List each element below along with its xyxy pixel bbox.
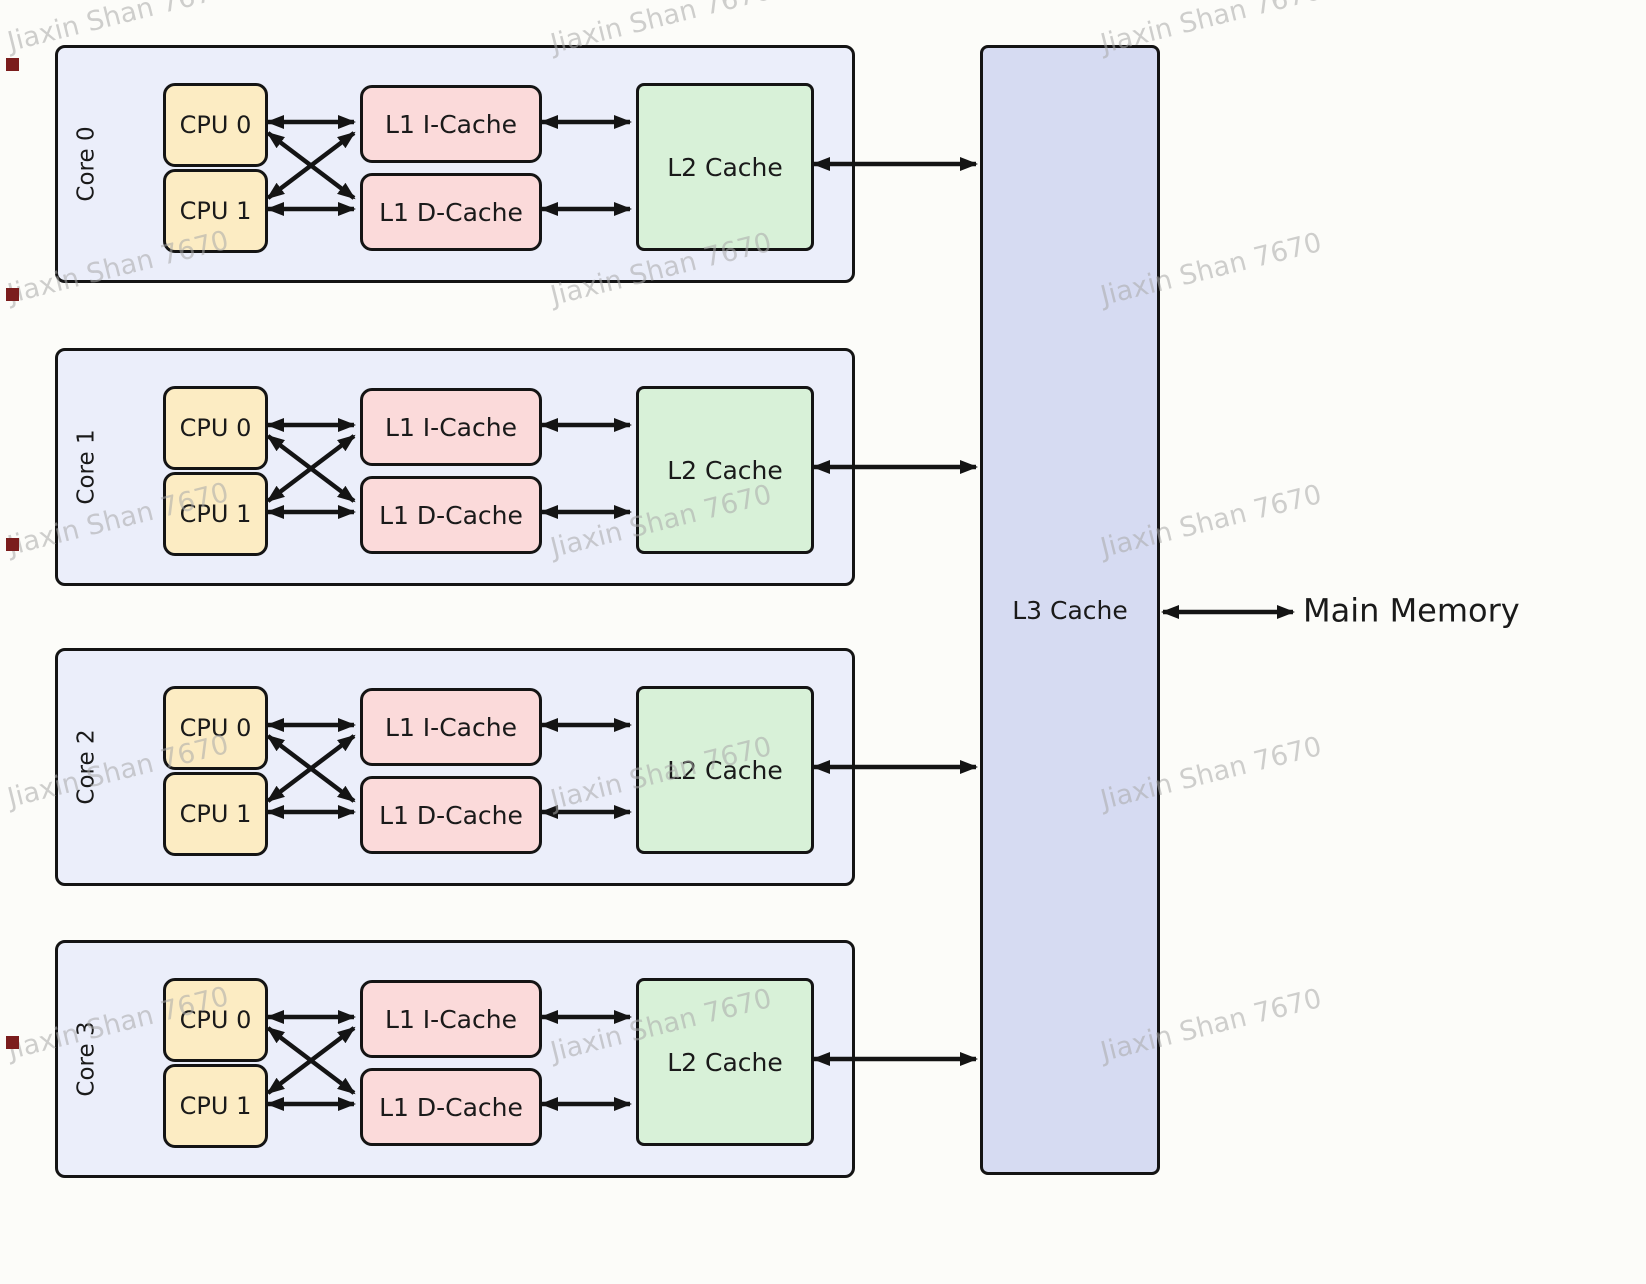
core-3-l2-cache-box: L2 Cache [636, 978, 814, 1146]
core-2-label: Core 2 [64, 651, 110, 883]
core-1-box: Core 1 CPU 0 CPU 1 L1 I-Cache L1 D-Cache… [55, 348, 855, 586]
core-2-box: Core 2 CPU 0 CPU 1 L1 I-Cache L1 D-Cache… [55, 648, 855, 886]
main-memory-label: Main Memory [1303, 591, 1520, 630]
red-square-mark [6, 58, 19, 71]
core-3-label: Core 3 [64, 943, 110, 1175]
core-3-l1-icache-box: L1 I-Cache [360, 980, 542, 1058]
core-2-label-text: Core 2 [74, 729, 100, 805]
core-0-box: Core 0 CPU 0 CPU 1 L1 I-Cache L1 D-Cache… [55, 45, 855, 283]
core-1-cpu-1-box: CPU 1 [163, 472, 268, 556]
core-3-l1-dcache-box: L1 D-Cache [360, 1068, 542, 1146]
core-1-l1-icache-box: L1 I-Cache [360, 388, 542, 466]
core-2-cpu-1-box: CPU 1 [163, 772, 268, 856]
core-2-l1-icache-box: L1 I-Cache [360, 688, 542, 766]
l3-cache-box: L3 Cache [980, 45, 1160, 1175]
red-square-mark [6, 538, 19, 551]
core-2-cpu-0-box: CPU 0 [163, 686, 268, 770]
core-2-l2-cache-box: L2 Cache [636, 686, 814, 854]
core-0-label-text: Core 0 [74, 126, 100, 202]
core-3-label-text: Core 3 [74, 1021, 100, 1097]
core-0-label: Core 0 [64, 48, 110, 280]
core-1-l1-dcache-box: L1 D-Cache [360, 476, 542, 554]
core-1-cpu-0-box: CPU 0 [163, 386, 268, 470]
core-1-label-text: Core 1 [74, 429, 100, 505]
core-2-l1-dcache-box: L1 D-Cache [360, 776, 542, 854]
core-3-cpu-1-box: CPU 1 [163, 1064, 268, 1148]
core-0-l1-icache-box: L1 I-Cache [360, 85, 542, 163]
core-3-cpu-0-box: CPU 0 [163, 978, 268, 1062]
core-1-l2-cache-box: L2 Cache [636, 386, 814, 554]
core-1-label: Core 1 [64, 351, 110, 583]
red-square-mark [6, 1036, 19, 1049]
red-square-mark [6, 288, 19, 301]
core-0-cpu-1-box: CPU 1 [163, 169, 268, 253]
core-0-l2-cache-box: L2 Cache [636, 83, 814, 251]
core-3-box: Core 3 CPU 0 CPU 1 L1 I-Cache L1 D-Cache… [55, 940, 855, 1178]
core-0-l1-dcache-box: L1 D-Cache [360, 173, 542, 251]
core-0-cpu-0-box: CPU 0 [163, 83, 268, 167]
